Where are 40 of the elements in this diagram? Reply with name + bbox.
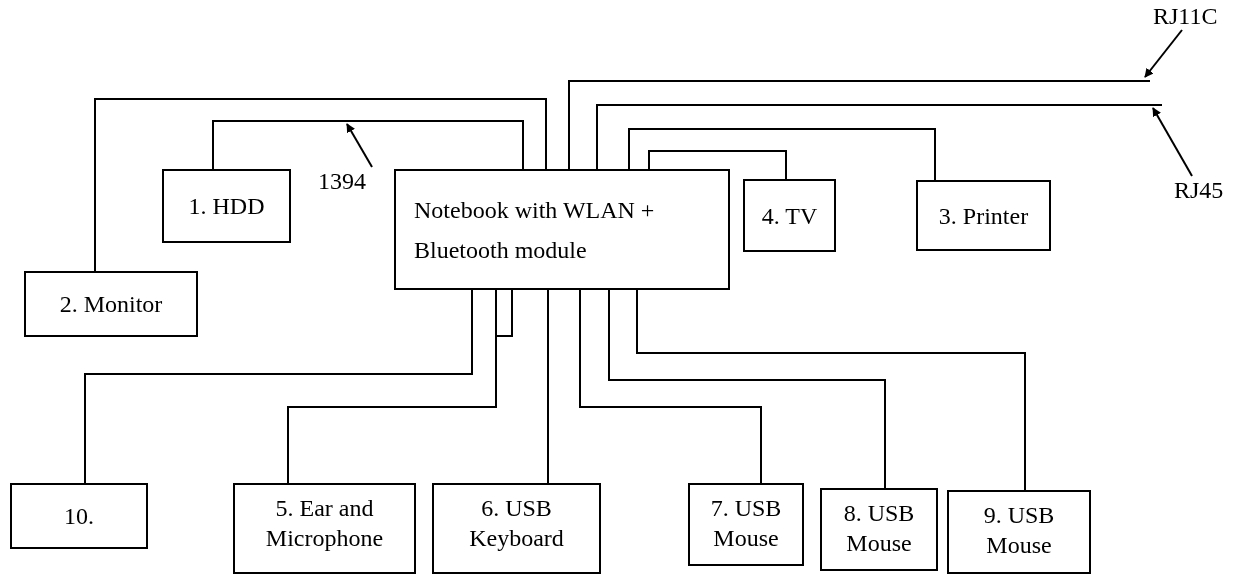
leader-line [346, 123, 373, 168]
cable-line [596, 104, 1163, 170]
device-box [743, 179, 836, 252]
box-label: 3. Printer [938, 201, 1029, 231]
box-label: 8. USB Mouse [842, 499, 916, 558]
cable-line [94, 98, 547, 272]
cable-line [84, 289, 473, 484]
leader-line [1152, 107, 1193, 177]
cable-line [579, 289, 762, 484]
cable-line [212, 120, 524, 170]
box-label: 7. USB Mouse [709, 494, 783, 553]
device-box [24, 271, 198, 337]
box-label: 10. [64, 502, 94, 531]
box-label: 2. Monitor [59, 290, 163, 319]
cable-line [287, 289, 513, 484]
notebook-box [394, 169, 730, 290]
device-box [432, 483, 601, 574]
device-box [916, 180, 1051, 251]
box-label: 4. TV [761, 201, 818, 231]
box-label: 6. USB Keyboard [468, 494, 565, 553]
device-box [162, 169, 291, 243]
cable-line [628, 128, 936, 181]
cable-line [648, 150, 787, 180]
box-label: Notebook with WLAN + Bluetooth module [414, 195, 656, 265]
device-box [947, 490, 1091, 574]
leader-line [1144, 29, 1183, 78]
port-label: 1394 [318, 167, 366, 195]
box-label: 1. HDD [188, 192, 265, 221]
box-label: 9. USB Mouse [982, 501, 1056, 560]
cable-line [568, 80, 1151, 170]
cable-line [636, 289, 1026, 491]
cable-line [608, 289, 886, 489]
box-label: 5. Ear and Microphone [264, 494, 385, 553]
device-box [820, 488, 938, 571]
cable-line [547, 289, 549, 484]
device-box [233, 483, 416, 574]
device-box [688, 483, 804, 566]
port-label: RJ11C [1153, 2, 1218, 30]
device-box [10, 483, 148, 549]
port-label: RJ45 [1174, 176, 1224, 204]
